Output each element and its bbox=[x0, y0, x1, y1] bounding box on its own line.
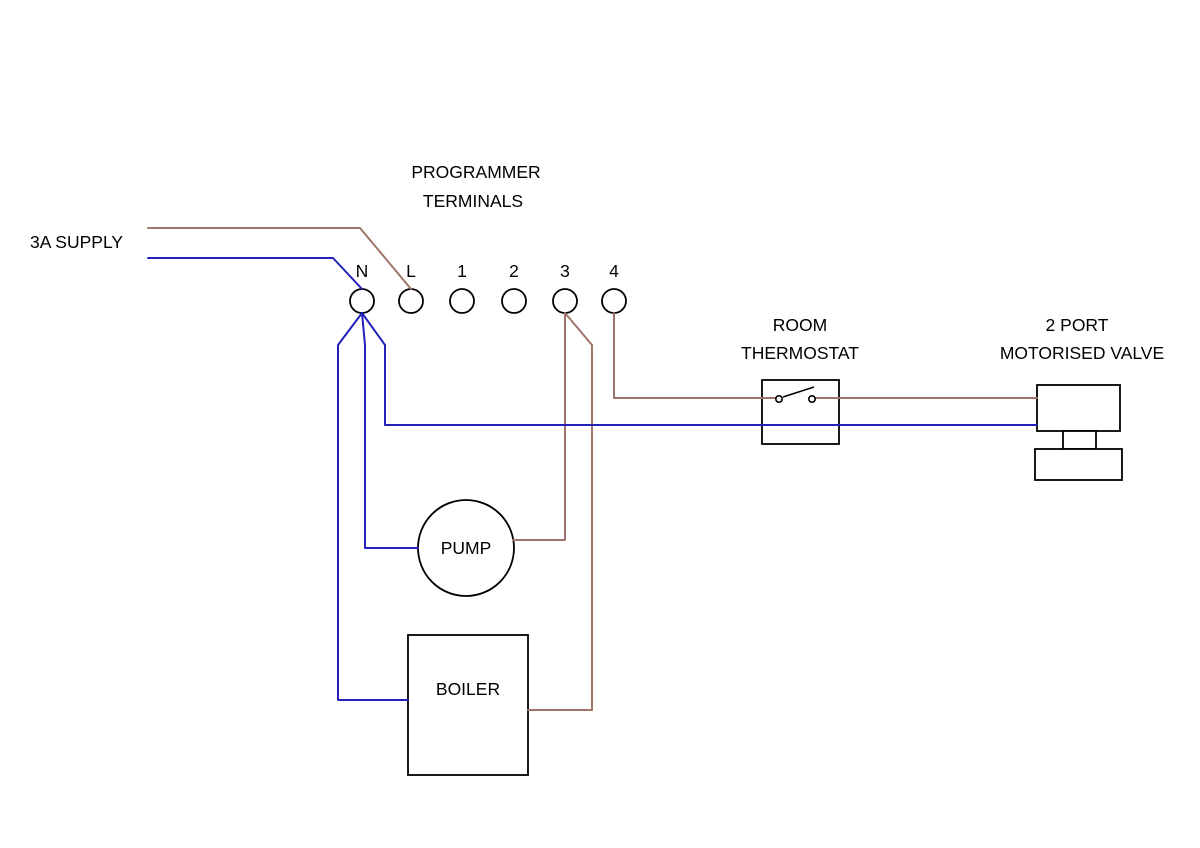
neutral-wire-valve bbox=[361, 312, 1038, 426]
component-shapes bbox=[349, 288, 1123, 776]
switch-lever bbox=[782, 386, 815, 398]
live-wires bbox=[147, 227, 1038, 711]
valve-bottom-box bbox=[1034, 448, 1123, 481]
switch-contact-left bbox=[774, 394, 783, 403]
terminal-label-l: L bbox=[406, 261, 416, 281]
live-wire-thermostat-left bbox=[613, 312, 777, 399]
terminal-label-4: 4 bbox=[609, 261, 619, 281]
terminal-circle-2 bbox=[501, 288, 527, 314]
neutral-wire-pump bbox=[361, 312, 419, 549]
terminal-label-n: N bbox=[356, 261, 369, 281]
neutral-wire-boiler bbox=[337, 312, 409, 701]
neutral-wire-supply bbox=[147, 257, 363, 290]
terminal-circle-n bbox=[349, 288, 375, 314]
terminal-label-2: 2 bbox=[509, 261, 519, 281]
live-wire-pump bbox=[512, 312, 566, 541]
switch-contact-right bbox=[807, 394, 816, 403]
boiler-box bbox=[407, 634, 529, 776]
valve-neck-box bbox=[1062, 430, 1097, 450]
terminal-circle-1 bbox=[449, 288, 475, 314]
diagram-labels: PROGRAMMER TERMINALS 3A SUPPLY N L 1 2 3… bbox=[30, 162, 1164, 699]
terminal-circle-l bbox=[398, 288, 424, 314]
terminal-label-1: 1 bbox=[457, 261, 467, 281]
thermostat-label-line2: THERMOSTAT bbox=[741, 343, 859, 363]
thermostat-label-line1: ROOM bbox=[773, 315, 827, 335]
room-thermostat-box bbox=[761, 379, 840, 445]
diagram-title-line1: PROGRAMMER bbox=[411, 162, 540, 182]
terminal-circle-4 bbox=[601, 288, 627, 314]
valve-label-line1: 2 PORT bbox=[1046, 315, 1109, 335]
valve-label-line2: MOTORISED VALVE bbox=[1000, 343, 1164, 363]
terminal-circle-3 bbox=[552, 288, 578, 314]
pump-label: PUMP bbox=[441, 538, 492, 558]
valve-top-box bbox=[1036, 384, 1121, 432]
terminal-label-3: 3 bbox=[560, 261, 570, 281]
supply-label: 3A SUPPLY bbox=[30, 232, 123, 252]
thermostat-switch-icon bbox=[774, 386, 816, 403]
boiler-label: BOILER bbox=[436, 679, 500, 699]
live-wire-boiler bbox=[527, 312, 593, 711]
live-wire-supply bbox=[147, 227, 412, 290]
neutral-wires bbox=[147, 257, 1038, 701]
diagram-title-line2: TERMINALS bbox=[423, 191, 523, 211]
